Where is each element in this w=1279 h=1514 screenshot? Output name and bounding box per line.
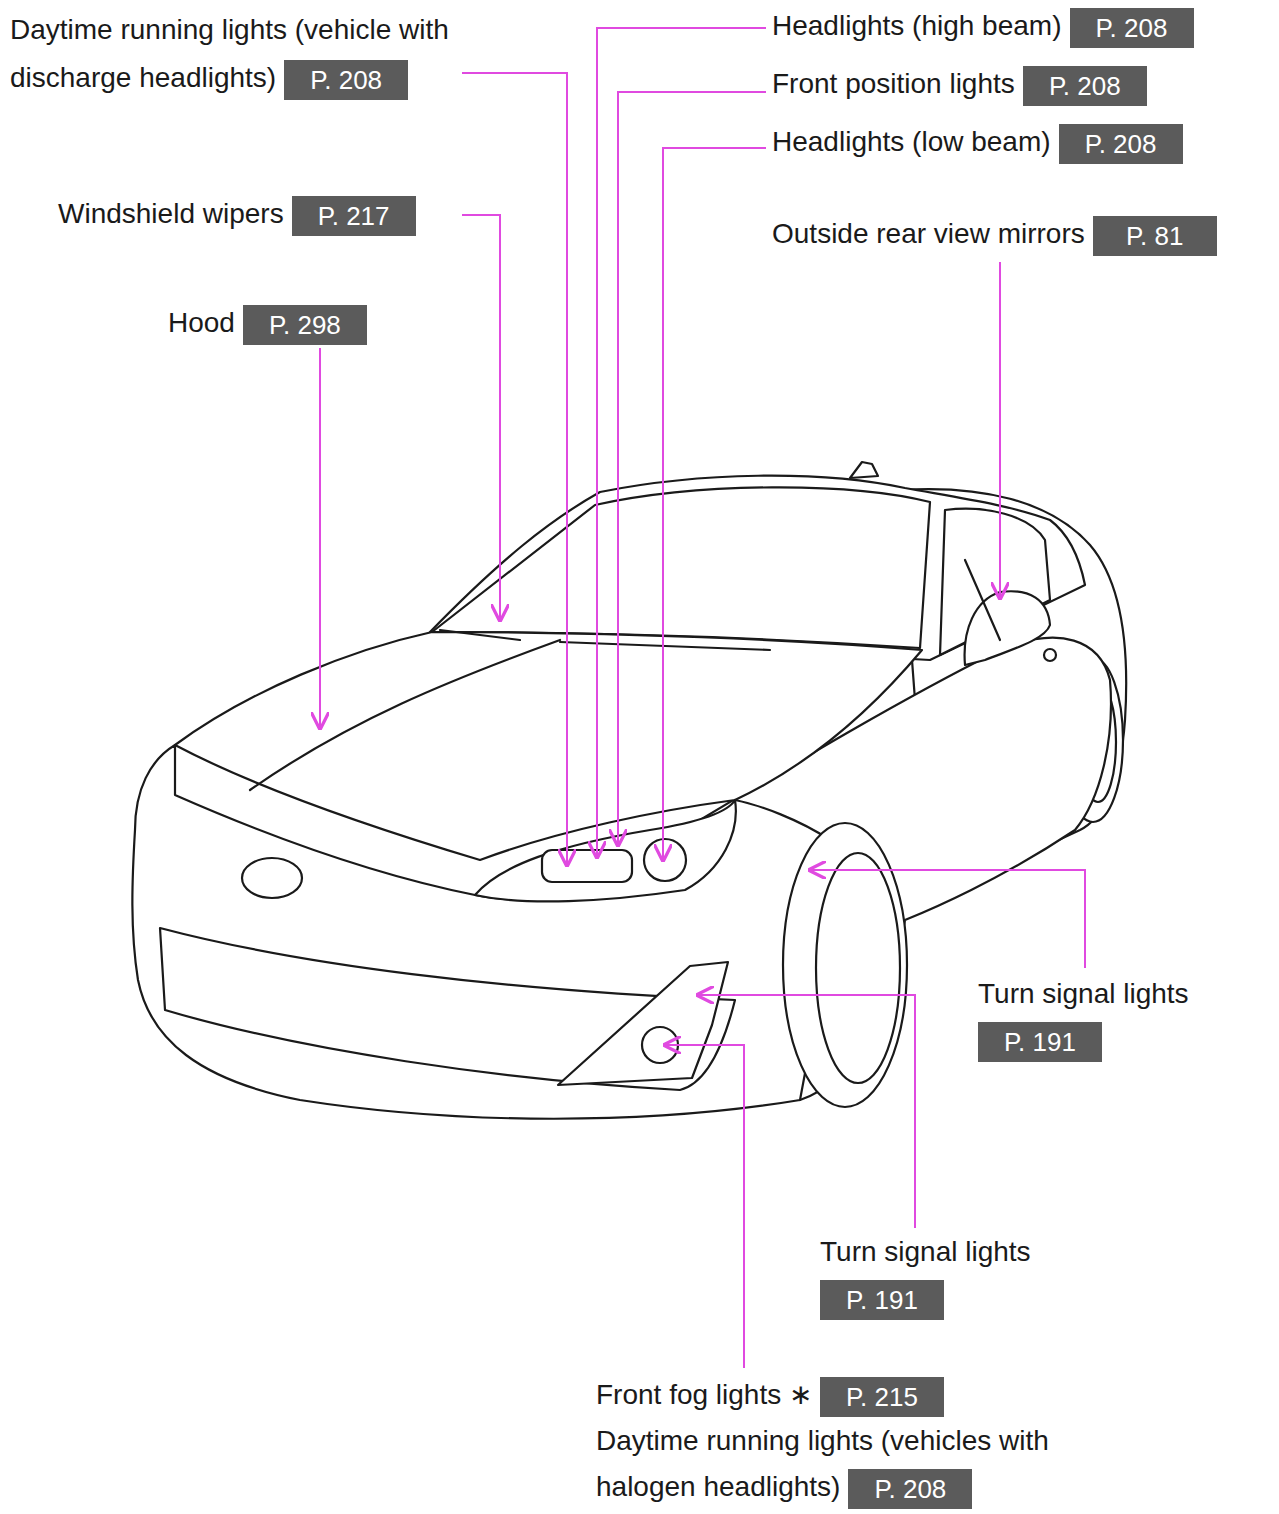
part-name: Front fog lights ∗ xyxy=(596,1379,812,1410)
part-name: Headlights (low beam) xyxy=(772,126,1051,157)
page-badge: P. 217 xyxy=(292,196,416,236)
part-name: Headlights (high beam) xyxy=(772,10,1062,41)
page-badge: P. 208 xyxy=(1023,66,1147,106)
part-name: Outside rear view mirrors xyxy=(772,218,1085,249)
callout: Front position lights P. 208 xyxy=(772,62,1147,106)
part-name: Turn signal lights xyxy=(978,978,1189,1009)
callout: Headlights (low beam) P. 208 xyxy=(772,120,1183,164)
callout: Hood P. 298 xyxy=(168,301,367,345)
page-badge: P. 191 xyxy=(820,1280,944,1320)
page-badge: P. 215 xyxy=(820,1377,944,1417)
callout: Headlights (high beam) P. 208 xyxy=(772,4,1194,48)
page-badge: P. 208 xyxy=(848,1469,972,1509)
part-name: Turn signal lights xyxy=(820,1236,1031,1267)
page-badge: P. 208 xyxy=(284,60,408,100)
callout: Daytime running lights (vehicles with ha… xyxy=(596,1418,1141,1510)
page-badge: P. 298 xyxy=(243,305,367,345)
page-badge: P. 81 xyxy=(1093,216,1217,256)
part-name: Windshield wipers xyxy=(58,198,284,229)
page-badge: P. 208 xyxy=(1070,8,1194,48)
callout: Turn signal lights P. 191 xyxy=(820,1230,1031,1320)
part-name: Hood xyxy=(168,307,235,338)
part-name: Front position lights xyxy=(772,68,1015,99)
callout: Outside rear view mirrors P. 81 xyxy=(772,212,1217,256)
page-badge: P. 208 xyxy=(1059,124,1183,164)
callout: Windshield wipers P. 217 xyxy=(58,192,416,236)
page-badge: P. 191 xyxy=(978,1022,1102,1062)
callout: Front fog lights ∗ P. 215 xyxy=(596,1373,944,1417)
part-name: Daytime running lights (vehicles with ha… xyxy=(596,1425,1049,1502)
callout: Turn signal lights P. 191 xyxy=(978,972,1189,1062)
callout: Daytime running lights (vehicle with dis… xyxy=(10,6,555,102)
